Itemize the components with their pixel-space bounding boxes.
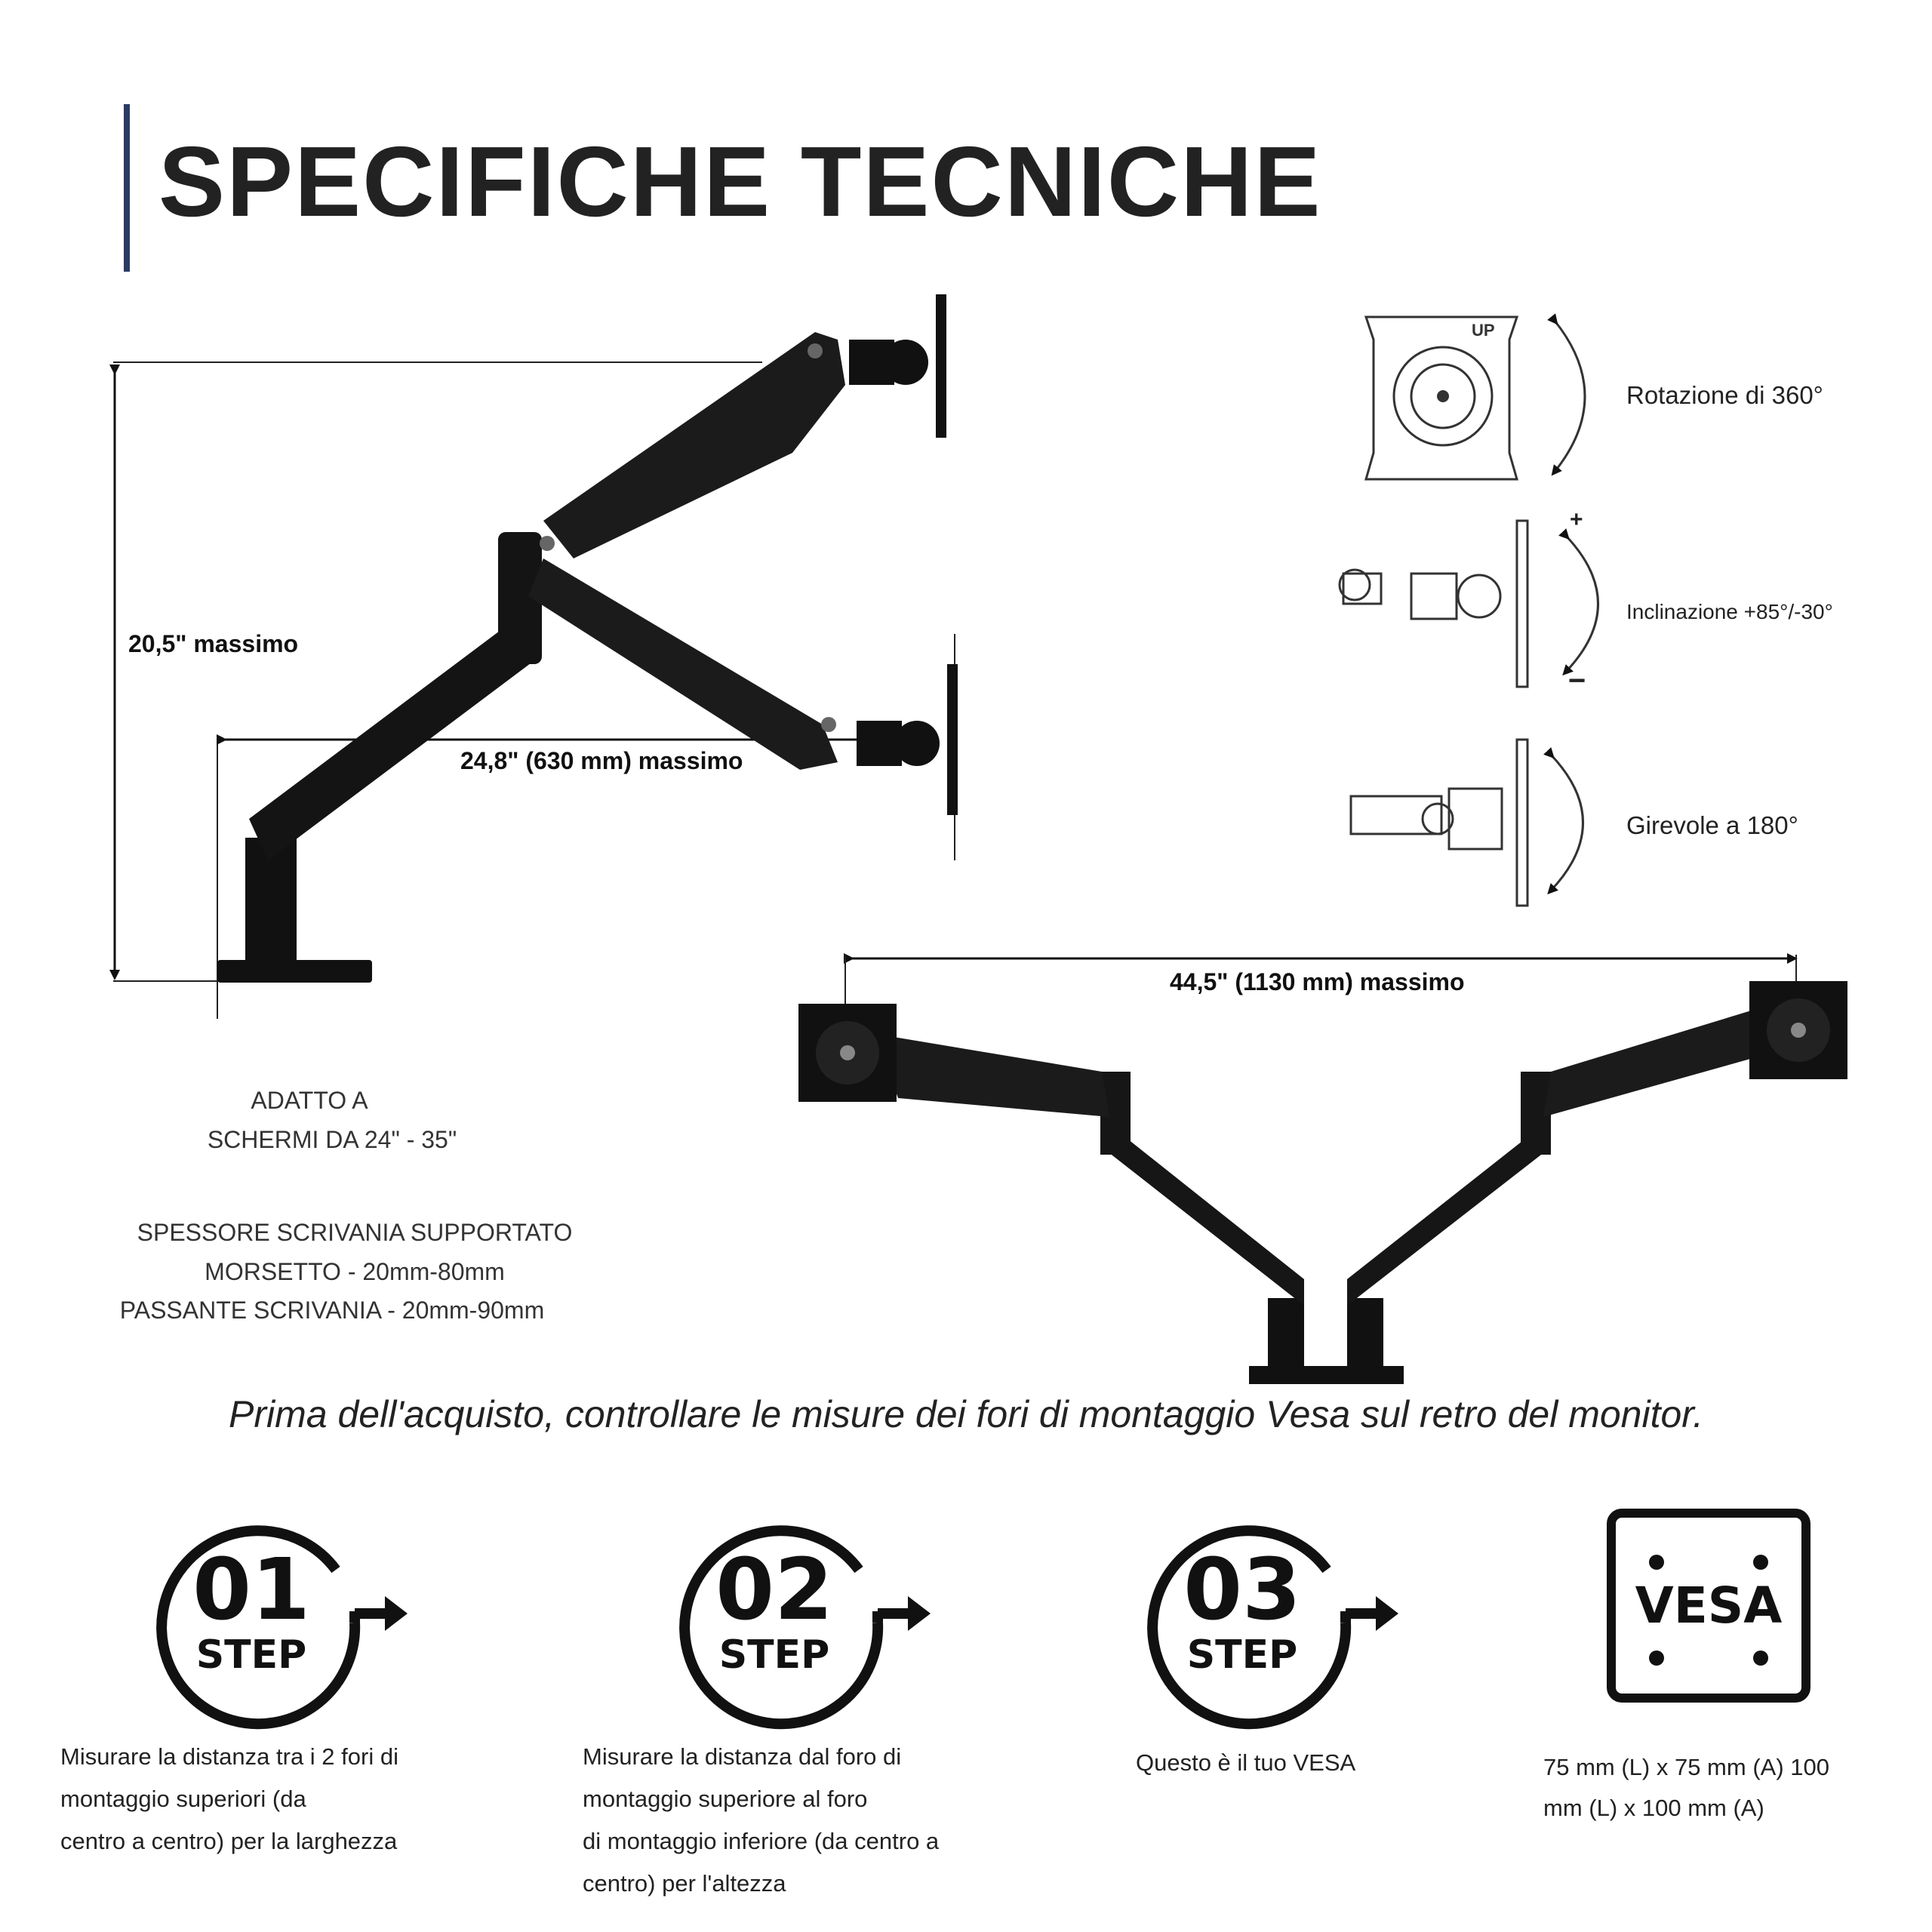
step-2-description: Misurare la distanza dal foro di montagg… [583,1743,940,1897]
single-arm-side-view [109,294,958,1019]
tilt-icon [1338,519,1599,688]
fit-line-1: ADATTO A [251,1087,368,1114]
monitor-plate-bottom [947,664,958,815]
vesa-description: 75 mm (L) x 75 mm (A) 100 mm (L) x 100 m… [1543,1754,1829,1821]
tilt-label: Inclinazione +85°/-30° [1626,600,1833,623]
desk-thickness-title: SPESSORE SCRIVANIA SUPPORTATO [137,1219,573,1246]
vesa-logo-text: VESA [1635,1577,1783,1635]
step-1-word: STEP [196,1632,307,1678]
vesa-logo-icon: VESA [1607,1509,1810,1703]
step-1-number: 01 [192,1541,310,1639]
clamp-spec: MORSETTO - 20mm-80mm [205,1258,505,1285]
step-3-word: STEP [1187,1632,1298,1678]
step-2-icon: 02 STEP [679,1525,931,1730]
step-2-number: 02 [715,1541,833,1639]
rotation-icon [1364,313,1586,481]
page-title: SPECIFICHE TECNICHE [158,126,1322,237]
lower-arm [249,574,540,860]
step-3-number: 03 [1183,1541,1301,1639]
step-1-description: Misurare la distanza tra i 2 fori di mon… [60,1743,398,1854]
lower-gas-arm [528,558,838,770]
step-2-word: STEP [719,1632,830,1678]
title-accent-bar [124,104,130,272]
pole [245,838,297,962]
rotation-label: Rotazione di 360° [1626,381,1823,409]
swivel-label: Girevole a 180° [1626,811,1798,839]
arm-joint [498,532,542,664]
monitor-plate-top [936,294,946,438]
up-marker: UP [1472,321,1495,340]
vesa-check-note: Prima dell'acquisto, controllare le misu… [229,1393,1703,1435]
swivel-icon [1349,738,1584,907]
dual-arm-front-view [798,953,1847,1384]
tilt-minus-sign: − [1568,664,1586,697]
step-1-icon: 01 STEP [156,1525,408,1730]
step-3-description: Questo è il tuo VESA [1136,1749,1356,1776]
tilt-plus-sign: + [1570,507,1583,532]
height-label: 20,5" massimo [128,630,299,657]
clamp-base [217,960,372,983]
span-label: 44,5" (1130 mm) massimo [1170,968,1465,995]
upper-gas-arm [543,332,845,558]
reach-label: 24,8" (630 mm) massimo [460,747,743,774]
step-3-icon: 03 STEP [1147,1525,1398,1730]
fit-line-2: SCHERMI DA 24" - 35" [207,1126,457,1153]
grommet-spec: PASSANTE SCRIVANIA - 20mm-90mm [119,1297,545,1324]
